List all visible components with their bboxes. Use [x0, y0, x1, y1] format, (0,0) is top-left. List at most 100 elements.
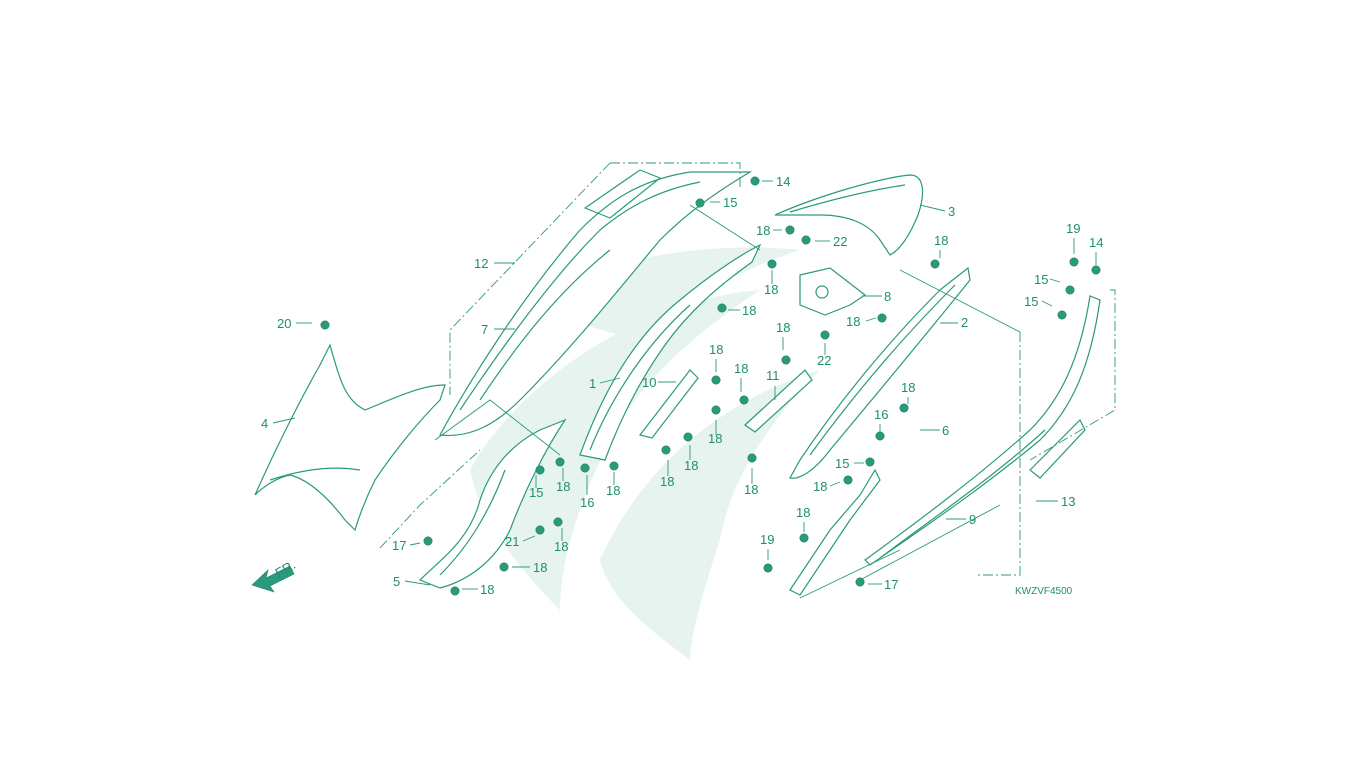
fastener-icon	[695, 198, 705, 208]
callout-10: 10	[642, 375, 676, 390]
callout-label: 18	[554, 539, 568, 554]
fastener-icon	[739, 395, 749, 405]
callout-label: 2	[961, 315, 968, 330]
fastener-icon	[747, 453, 757, 463]
callout-label: 12	[474, 256, 488, 271]
part-leg-shield	[254, 343, 446, 532]
callout-label: 9	[969, 512, 976, 527]
fastener-icon	[661, 445, 671, 455]
fastener-icon	[855, 577, 865, 587]
callout-18: 18	[744, 453, 758, 497]
callout-7: 7	[481, 322, 515, 337]
leader-line	[865, 317, 877, 322]
callout-label: 18	[684, 458, 698, 473]
callout-18: 18	[764, 259, 778, 297]
leader-line	[599, 377, 621, 384]
fastener-icon	[801, 235, 811, 245]
callout-18: 18	[555, 457, 570, 494]
fastener-icon	[763, 563, 773, 573]
callout-label: 16	[874, 407, 888, 422]
callout-18: 18	[708, 405, 722, 446]
callout-4: 4	[261, 416, 296, 431]
callout-21: 21	[505, 525, 545, 549]
callout-label: 18	[776, 320, 790, 335]
callout-18: 18	[776, 320, 791, 365]
callout-15: 15	[529, 465, 545, 500]
callout-18: 18	[813, 475, 853, 494]
callout-18: 18	[930, 233, 948, 269]
callout-11: 11	[766, 368, 780, 400]
fastener-icon	[499, 562, 509, 572]
fastener-icon	[875, 431, 885, 441]
callout-18: 18	[606, 461, 620, 498]
callout-3: 3	[919, 204, 955, 219]
callout-label: 18	[556, 479, 570, 494]
drawing-code: KWZVF4500	[1015, 586, 1073, 597]
leader-line	[272, 417, 296, 424]
part-bracket	[799, 267, 867, 316]
callout-label: 18	[796, 505, 810, 520]
callout-15: 15	[1034, 272, 1075, 295]
part-rail-right	[789, 266, 971, 479]
callout-label: 18	[764, 282, 778, 297]
leader-line	[1041, 300, 1053, 307]
callout-label: 15	[835, 456, 849, 471]
leader-line	[522, 535, 536, 542]
callout-label: 15	[723, 195, 737, 210]
callout-label: 14	[776, 174, 790, 189]
callout-16: 16	[874, 407, 888, 441]
callout-label: 10	[642, 375, 656, 390]
leader-line	[1049, 278, 1061, 283]
callout-label: 17	[392, 538, 406, 553]
callout-15: 15	[1024, 294, 1067, 320]
callout-label: 18	[813, 479, 827, 494]
fastener-icon	[1091, 265, 1101, 275]
callout-label: 16	[580, 495, 594, 510]
callout-19: 19	[1066, 221, 1080, 267]
part-inner-panel	[579, 243, 762, 461]
part-small-trims	[638, 369, 881, 596]
fastener-icon	[450, 586, 460, 596]
fastener-icon	[609, 461, 619, 471]
callout-label: 18	[742, 303, 756, 318]
callout-18: 18	[846, 313, 887, 329]
callout-label: 4	[261, 416, 268, 431]
callout-label: 21	[505, 534, 519, 549]
fastener-icon	[1069, 257, 1079, 267]
part-lower-panel-left	[418, 418, 567, 589]
callout-15: 15	[695, 195, 737, 210]
fastener-icon	[767, 259, 777, 269]
callout-18: 18	[756, 223, 795, 238]
fastener-icon	[555, 457, 565, 467]
callout-14: 14	[1089, 235, 1103, 275]
callout-18: 18	[450, 582, 494, 597]
callout-9: 9	[946, 512, 976, 527]
callout-22: 22	[801, 234, 847, 249]
fastener-icon	[750, 176, 760, 186]
callout-17: 17	[855, 577, 898, 592]
fastener-icon	[930, 259, 940, 269]
callout-18: 18	[899, 380, 915, 413]
fastener-icon	[580, 463, 590, 473]
fastener-icon	[877, 313, 887, 323]
callout-label: 22	[817, 353, 831, 368]
fastener-icon	[717, 303, 727, 313]
fastener-icon	[820, 330, 830, 340]
callout-8: 8	[862, 289, 891, 304]
callout-label: 20	[277, 316, 291, 331]
callout-label: 3	[948, 204, 955, 219]
callout-label: 18	[533, 560, 547, 575]
callout-label: 18	[901, 380, 915, 395]
fastener-icon	[899, 403, 909, 413]
fastener-icon	[320, 320, 330, 330]
callout-label: 19	[760, 532, 774, 547]
fastener-icon	[843, 475, 853, 485]
callout-22: 22	[817, 330, 831, 368]
callout-16: 16	[580, 463, 594, 510]
callout-12: 12	[474, 256, 515, 271]
part-rear-cowl-top	[774, 174, 924, 256]
callout-18: 18	[709, 342, 723, 385]
callout-13: 13	[1036, 494, 1075, 509]
